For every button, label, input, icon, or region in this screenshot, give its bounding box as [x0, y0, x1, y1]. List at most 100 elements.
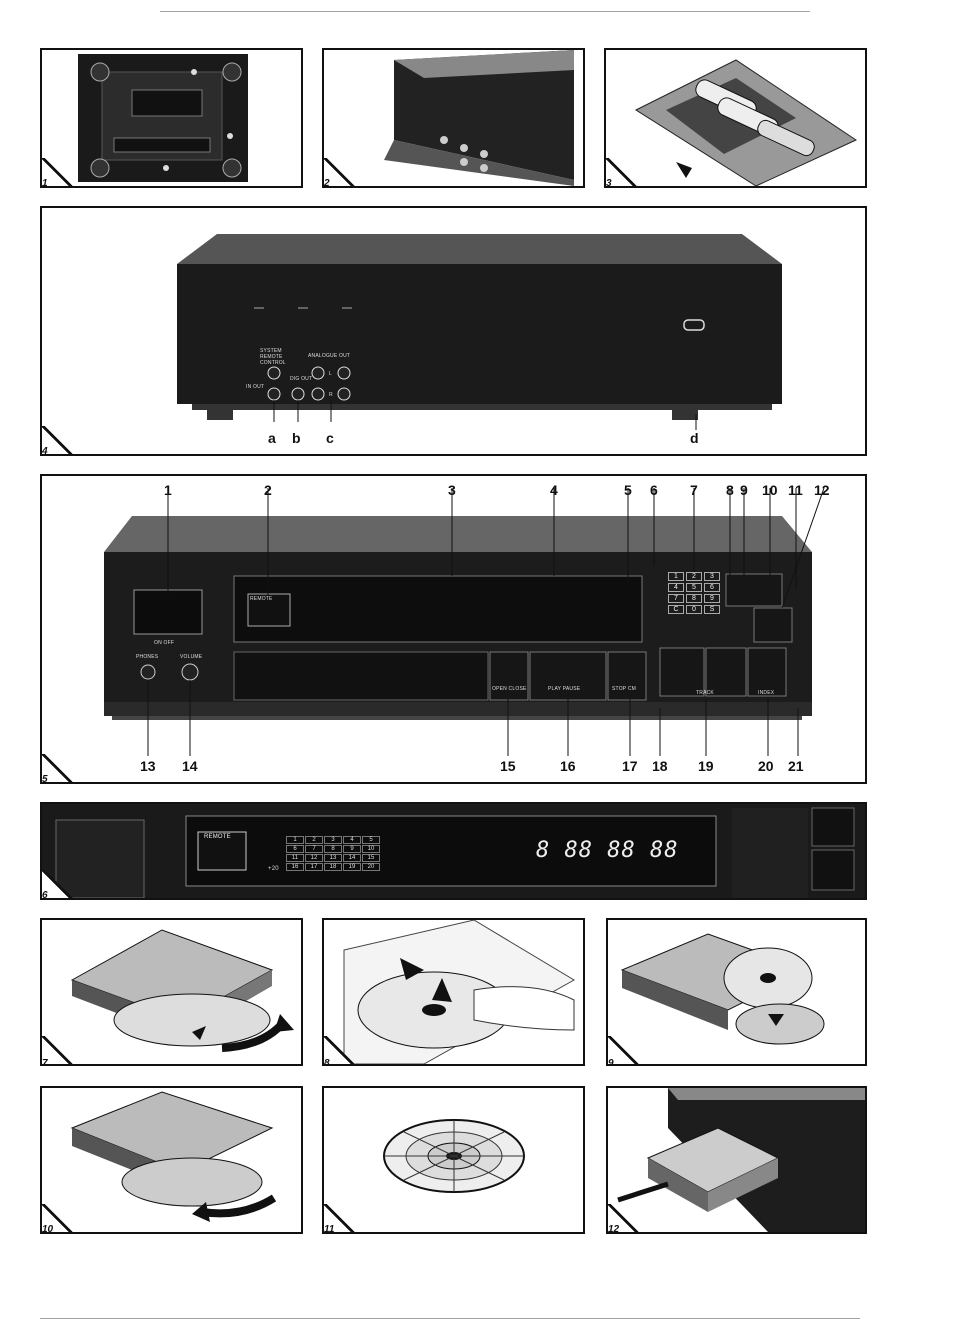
- label-volume: VOLUME: [180, 654, 203, 660]
- callout-13: 13: [140, 758, 156, 774]
- figure-5-front-panel: ON OFF PHONES VOLUME REMOTE OPEN CLOSE P…: [40, 474, 867, 784]
- callout-10: 10: [762, 482, 778, 498]
- label-open-close: OPEN CLOSE: [492, 686, 527, 692]
- figure-8-disc-hands: [322, 918, 585, 1066]
- figure-12-number: 12: [608, 1224, 620, 1235]
- key-5: 5: [686, 583, 702, 592]
- key-c: C: [668, 605, 684, 614]
- figure-6-number: 6: [42, 890, 48, 901]
- key-s: S: [704, 605, 720, 614]
- rear-panel-illustration: [177, 234, 782, 430]
- grid-cell: 5: [362, 836, 380, 844]
- key-9: 9: [704, 594, 720, 603]
- callout-8: 8: [726, 482, 734, 498]
- grid-cell: 7: [305, 845, 323, 853]
- callout-14: 14: [182, 758, 198, 774]
- battery-illustration: [634, 59, 858, 186]
- seven-segment-digits: 8 88 88 88: [536, 838, 679, 863]
- magazine-illustration-10: [70, 1091, 277, 1222]
- callout-4: 4: [550, 482, 558, 498]
- figure-9-number: 9: [608, 1058, 614, 1069]
- callout-b: b: [292, 430, 301, 446]
- grid-cell: 1: [286, 836, 304, 844]
- key-7: 7: [668, 594, 684, 603]
- figure-12-insert-magazine: [606, 1086, 867, 1234]
- grid-cell: 14: [343, 854, 361, 862]
- grid-cell: 4: [343, 836, 361, 844]
- magazine-illustration-7: [70, 929, 294, 1052]
- key-4: 4: [668, 583, 684, 592]
- callout-a: a: [268, 430, 276, 446]
- figure-1-bottom-view: 1: [40, 48, 303, 188]
- label-system-remote-control: SYSTEM REMOTE CONTROL: [260, 348, 286, 366]
- track-grid: 1 2 3 4 5 6 7 8 9 10 11 12 13 14 15 16 1…: [286, 836, 380, 871]
- grid-cell: 12: [305, 854, 323, 862]
- scan-artifact-bottom: [40, 1318, 860, 1319]
- key-8: 8: [686, 594, 702, 603]
- grid-cell: 13: [324, 854, 342, 862]
- magazine-illustration-9: [620, 933, 825, 1045]
- grid-cell: 15: [362, 854, 380, 862]
- label-r: R: [329, 392, 333, 398]
- label-play-pause: PLAY PAUSE: [548, 686, 581, 692]
- figure-3-battery-insert: [604, 48, 867, 188]
- display-remote-label: REMOTE: [204, 834, 231, 840]
- label-track: TRACK: [696, 690, 714, 696]
- grid-cell: 6: [286, 845, 304, 853]
- callout-7: 7: [690, 482, 698, 498]
- callout-12: 12: [814, 482, 830, 498]
- disc-tray-illustration: [383, 1119, 525, 1193]
- figure-8-number: 8: [324, 1058, 330, 1069]
- callout-21: 21: [788, 758, 804, 774]
- figure-9-insert-disc: [606, 918, 867, 1066]
- figure-10-magazine-close: [40, 1086, 303, 1234]
- grid-cell: 11: [286, 854, 304, 862]
- label-dig-out: DIG OUT: [290, 376, 313, 382]
- callout-6: 6: [650, 482, 658, 498]
- key-0: 0: [686, 605, 702, 614]
- grid-cell: 10: [362, 845, 380, 853]
- rear-corner-illustration: [384, 50, 574, 186]
- label-l: L: [329, 371, 332, 377]
- grid-cell: 17: [305, 863, 323, 871]
- callout-15: 15: [500, 758, 516, 774]
- label-in-out: IN OUT: [246, 384, 265, 390]
- figure-3-number: 3: [606, 178, 612, 189]
- label-remote: REMOTE: [250, 596, 273, 602]
- grid-cell: 9: [343, 845, 361, 853]
- figure-11-number: 11: [324, 1224, 335, 1235]
- key-2: 2: [686, 572, 702, 581]
- hands-illustration: [343, 920, 575, 1064]
- label-analogue-out: ANALOGUE OUT: [308, 353, 351, 359]
- figure-7-number: 7: [42, 1058, 48, 1069]
- figure-2-number: 2: [324, 178, 330, 189]
- figure-5-number: 5: [42, 774, 48, 785]
- figure-10-number: 10: [42, 1224, 54, 1235]
- callout-9: 9: [740, 482, 748, 498]
- grid-cell: 3: [324, 836, 342, 844]
- insert-magazine-illustration: [617, 1088, 865, 1232]
- display-illustration: [55, 807, 855, 898]
- bottom-view-illustration: [78, 54, 248, 182]
- label-stop-cm: STOP CM: [612, 686, 636, 692]
- key-3: 3: [704, 572, 720, 581]
- callout-d: d: [690, 430, 699, 446]
- key-1: 1: [668, 572, 684, 581]
- callout-11: 11: [788, 482, 803, 498]
- plus20-label: +20: [268, 866, 279, 872]
- grid-cell: 16: [286, 863, 304, 871]
- callout-2: 2: [264, 482, 272, 498]
- callout-c: c: [326, 430, 334, 446]
- callout-18: 18: [652, 758, 668, 774]
- callout-3: 3: [448, 482, 456, 498]
- callout-5: 5: [624, 482, 632, 498]
- grid-cell: 20: [362, 863, 380, 871]
- front-panel-illustration: [104, 487, 825, 756]
- grid-cell: 8: [324, 845, 342, 853]
- callout-1: 1: [164, 482, 172, 498]
- callout-17: 17: [622, 758, 638, 774]
- callout-20: 20: [758, 758, 774, 774]
- key-6: 6: [704, 583, 720, 592]
- grid-cell: 2: [305, 836, 323, 844]
- figure-6-display: REMOTE 1 2 3 4 5 6 7 8 9 10 11 12 13 14 …: [40, 802, 867, 900]
